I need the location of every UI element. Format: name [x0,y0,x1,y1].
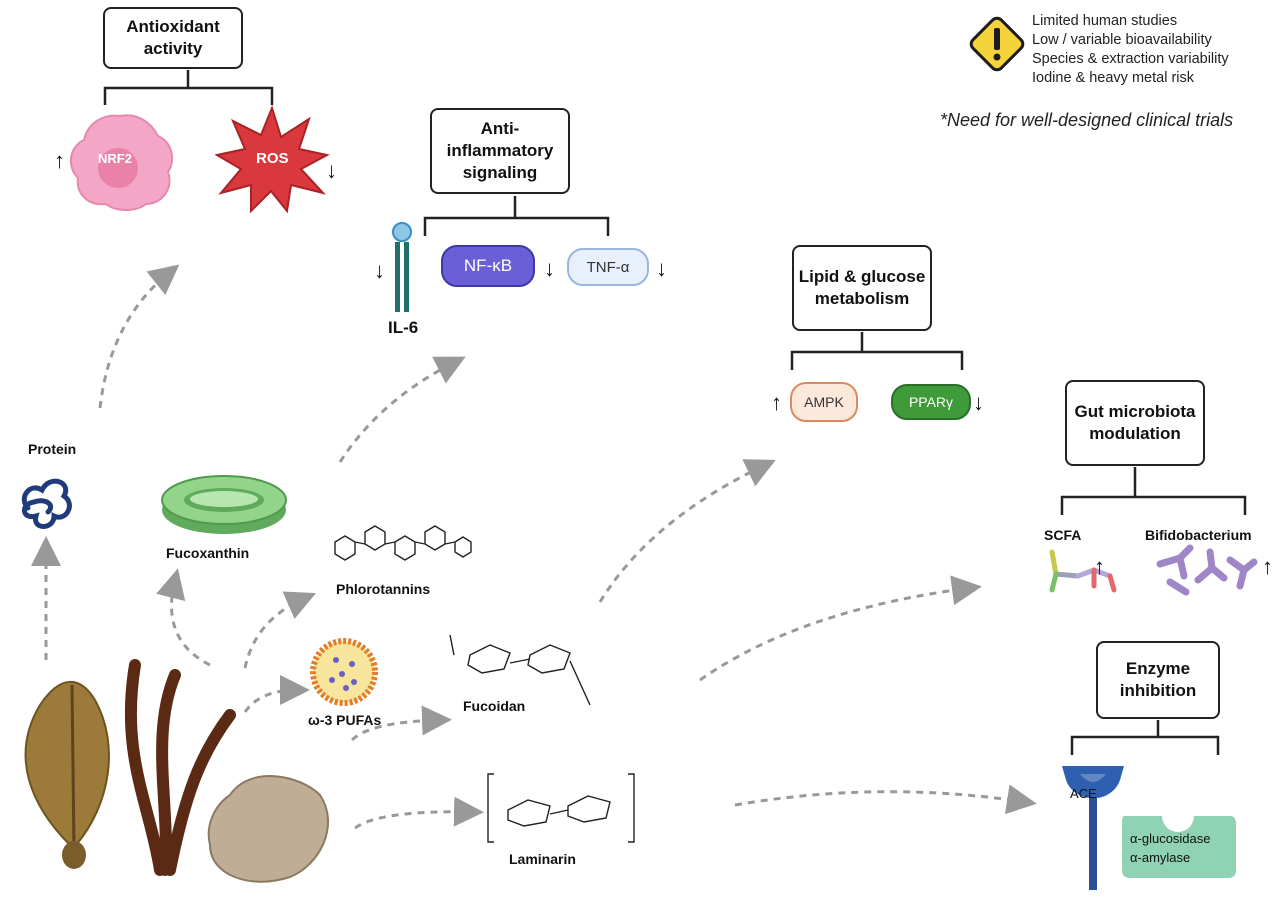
arrow-to-lipid [598,459,776,603]
arrow-to-pufas [243,675,310,713]
tnfa-label: TNF-α [586,258,630,276]
caveat-item: Limited human studies [1032,13,1178,29]
lipid-glucose-label: Lipid & glucose metabolism [798,267,926,308]
gut-bracket [1060,467,1247,515]
arrow-to-inflammatory [338,356,466,463]
scfa-molecule-icon [1049,549,1117,593]
laminarin-label: Laminarin [509,851,576,867]
phlorotannins-structure-icon [334,525,472,561]
protein-icon [21,478,72,529]
scfa-label: SCFA [1044,527,1082,543]
enzyme-blob-icon [1122,816,1236,878]
caveat-item: Low / variable bioavailability [1032,32,1212,48]
ros-label: ROS [256,150,289,167]
laminarin-structure-icon [487,773,635,843]
caveat-item: Species & extraction variability [1032,51,1229,67]
ros-burst-icon [215,105,330,214]
nrf2-cell-icon [69,114,174,211]
scfa-up-arrow: ↑ [1094,554,1105,579]
nrf2-label: NRF2 [98,151,132,166]
anti-inflammatory-box: Anti-inflammatory signaling [430,108,570,194]
pufa-liposome-icon [310,638,378,706]
arrow-to-enzyme [734,784,1037,815]
antioxidant-bracket [103,70,274,105]
ace-label: ACE [1070,786,1097,801]
enzyme-inhibition-box: Enzyme inhibition [1096,641,1220,719]
inflammatory-bracket [423,196,610,236]
arrow-to-antioxidant [98,264,180,409]
tnfa-pill: TNF-α [567,248,649,286]
arrow-to-laminarin [354,796,484,830]
ppar-down-arrow: ↓ [973,390,984,415]
gut-microbiota-box: Gut microbiota modulation [1065,380,1205,466]
fucoxanthin-label: Fucoxanthin [166,545,250,561]
ampk-up-arrow: ↑ [771,390,782,415]
seaweed-illustration [24,659,330,883]
ros-down-arrow: ↓ [326,158,337,183]
il6-down-arrow: ↓ [374,258,385,283]
anti-inflammatory-label: Anti-inflammatory signaling [446,119,554,182]
antioxidant-activity-label: Antioxidant activity [126,17,220,58]
arrow-to-gut [699,575,982,682]
protein-label: Protein [28,441,77,457]
ppar-label: PPARγ [908,394,954,410]
enzyme-bracket [1070,720,1220,755]
ampk-pill: AMPK [790,382,858,422]
ace-receptor-icon [1062,766,1124,890]
nfkb-down-arrow: ↓ [544,256,555,281]
tnfa-down-arrow: ↓ [656,256,667,281]
il6-label: IL-6 [388,318,419,337]
nfkb-pill: NF-κB [441,245,535,287]
antioxidant-activity-box: Antioxidant activity [103,7,243,69]
phlorotannins-label: Phlorotannins [336,581,431,597]
alpha-amylase-label: α-amylase [1130,850,1191,865]
lipid-bracket [790,332,964,370]
bifidobacterium-label: Bifidobacterium [1145,527,1252,543]
pufas-label: ω-3 PUFAs [308,712,382,728]
ampk-label: AMPK [804,394,844,410]
ppar-pill: PPARγ [891,384,971,420]
fucoxanthin-chloroplast-icon [161,475,287,534]
arrow-to-fucoidan [350,705,452,742]
nrf2-up-arrow: ↑ [54,148,65,173]
clinical-trials-note: *Need for well-designed clinical trials [940,110,1234,130]
fucoidan-label: Fucoidan [463,698,526,714]
fucoidan-structure-icon [449,634,591,706]
alpha-glucosidase-label: α-glucosidase [1130,831,1211,846]
gut-microbiota-label: Gut microbiota modulation [1074,402,1196,443]
lipid-glucose-box: Lipid & glucose metabolism [792,245,932,331]
caveat-item: Iodine & heavy metal risk [1032,70,1194,86]
bifidobacterium-up-arrow: ↑ [1262,554,1273,579]
warning-icon [969,16,1025,72]
nfkb-label: NF-κB [463,256,513,275]
enzyme-inhibition-label: Enzyme inhibition [1119,659,1197,700]
bifidobacterium-icon [1156,544,1258,596]
il6-receptor-icon [392,222,412,312]
